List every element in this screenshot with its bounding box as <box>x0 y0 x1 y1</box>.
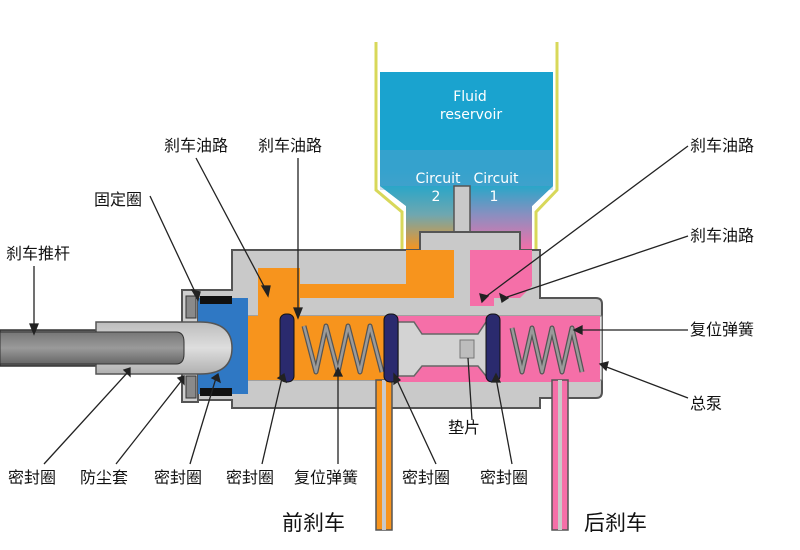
return-spring-bottom-label: 复位弹簧 <box>294 468 359 487</box>
seal-label-4: 密封圈 <box>402 468 451 487</box>
return-spring-right-label: 复位弹簧 <box>690 320 755 339</box>
push-rod-label: 刹车推杆 <box>6 244 71 263</box>
front-brake-label: 前刹车 <box>282 511 345 535</box>
circuit-2-number: 2 <box>431 189 441 205</box>
spacer-label: 垫片 <box>448 418 481 437</box>
circuit-2-label: Circuit <box>415 171 461 187</box>
rear-brake-label: 后刹车 <box>584 511 647 535</box>
seal-label-5: 密封圈 <box>480 468 529 487</box>
leader-lines <box>29 145 689 465</box>
master-cylinder-label: 总泵 <box>690 394 723 413</box>
fluid-reservoir-label-1: Fluid <box>453 89 487 105</box>
fluid-reservoir <box>374 42 559 259</box>
fluid-reservoir-label-2: reservoir <box>439 107 503 123</box>
brake-line-label-b: 刹车油路 <box>258 136 323 155</box>
brake-line-label-d: 刹车油路 <box>690 226 755 245</box>
brake-line-label-c: 刹车油路 <box>690 136 755 155</box>
seal-label-2: 密封圈 <box>154 468 203 487</box>
circuit-1-number: 1 <box>489 189 499 205</box>
seals <box>279 313 501 383</box>
rear-spring-chamber <box>504 318 598 378</box>
seal-label-3: 密封圈 <box>226 468 275 487</box>
seal-label-1: 密封圈 <box>8 468 57 487</box>
circuit-1-label: Circuit <box>473 171 519 187</box>
retaining-ring-label: 固定圈 <box>94 190 143 209</box>
front-spring-chamber <box>288 320 390 378</box>
brake-line-label-a: 刹车油路 <box>164 136 229 155</box>
dust-boot-label: 防尘套 <box>80 468 129 487</box>
push-rod <box>0 321 233 375</box>
